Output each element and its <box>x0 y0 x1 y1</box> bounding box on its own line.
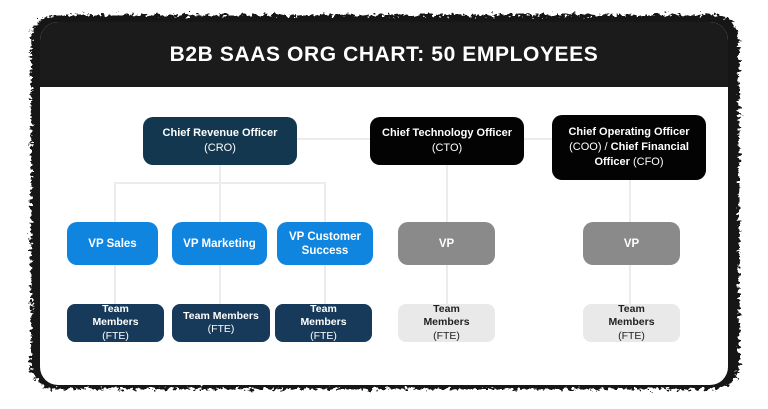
cfo-title-bold: Chief Financial Officer <box>594 141 689 168</box>
org-box-cto-subtitle: (CTO) <box>431 142 463 154</box>
org-box-team-marketing: Team Members (FTE) <box>172 304 270 342</box>
org-box-coo-cfo-label: Chief Operating Officer (COO) / Chief Fi… <box>563 125 695 170</box>
coo-title-regular: (COO) / <box>569 141 611 153</box>
vp-sales-label: VP Sales <box>88 237 137 250</box>
connector-cto-down <box>446 165 448 224</box>
org-box-cro: Chief Revenue Officer (CRO) <box>143 117 297 165</box>
team-marketing-subtitle: (FTE) <box>207 323 235 335</box>
org-box-vp-customer-success: VP Customer Success <box>277 222 373 265</box>
team-marketing-title: Team Members <box>183 309 259 322</box>
connector-coo-down <box>629 180 631 224</box>
connector-vp-team-1 <box>114 265 116 305</box>
connector-cto-coo <box>524 138 552 140</box>
team-cs-subtitle: (FTE) <box>310 329 337 342</box>
team-sales-title: Team Members <box>92 302 139 329</box>
coo-title-bold: Chief Operating Officer <box>568 126 690 138</box>
page-title: B2B SAAS ORG CHART: 50 EMPLOYEES <box>169 42 599 66</box>
org-box-vp-technology: VP <box>398 222 495 265</box>
cfo-title-regular: (CFO) <box>629 156 664 168</box>
org-box-cto: Chief Technology Officer (CTO) <box>370 117 524 165</box>
team-ops-title: Team Members <box>608 302 655 329</box>
org-box-cro-title: Chief Revenue Officer <box>162 127 278 139</box>
org-box-team-operations: Team Members (FTE) <box>583 302 680 342</box>
vp-technology-label: VP <box>438 237 455 250</box>
team-tech-title: Team Members <box>423 302 470 329</box>
org-box-team-customer-success: Team Members (FTE) <box>275 302 372 342</box>
connector-vp-team-4 <box>446 265 448 305</box>
org-box-coo-cfo: Chief Operating Officer (COO) / Chief Fi… <box>552 115 706 180</box>
org-box-team-technology: Team Members (FTE) <box>398 302 495 342</box>
connector-cro-branch <box>114 182 326 184</box>
team-ops-subtitle: (FTE) <box>618 329 645 342</box>
vp-customer-success-label: VP Customer Success <box>288 230 361 257</box>
connector-vp-team-2 <box>219 265 221 305</box>
chart-card: B2B SAAS ORG CHART: 50 EMPLOYEES Chief R… <box>40 22 728 385</box>
vp-marketing-label: VP Marketing <box>183 237 256 250</box>
org-box-vp-operations: VP <box>583 222 680 265</box>
org-box-team-sales: Team Members (FTE) <box>67 302 164 342</box>
connector-branch-vp-sales <box>114 182 116 224</box>
team-cs-title: Team Members <box>300 302 347 329</box>
org-box-vp-marketing: VP Marketing <box>172 222 267 265</box>
connector-vp-team-3 <box>324 265 326 305</box>
header-band: B2B SAAS ORG CHART: 50 EMPLOYEES <box>40 22 728 87</box>
connector-cro-down <box>219 165 221 224</box>
org-box-cro-subtitle: (CRO) <box>204 142 236 154</box>
connector-vp-team-5 <box>629 265 631 305</box>
connector-branch-vp-cs <box>324 182 326 224</box>
vp-operations-label: VP <box>623 237 640 250</box>
team-tech-subtitle: (FTE) <box>433 329 460 342</box>
org-box-cto-title: Chief Technology Officer <box>382 127 512 139</box>
connector-cro-cto <box>297 138 370 140</box>
org-box-vp-sales: VP Sales <box>67 222 158 265</box>
team-sales-subtitle: (FTE) <box>102 329 129 342</box>
